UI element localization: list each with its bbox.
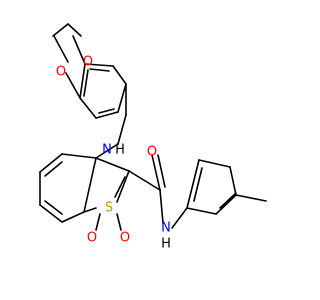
bond [65,72,81,99]
bond [114,176,126,198]
bond [112,65,127,85]
bond [186,159,200,209]
bond [198,159,231,168]
bond [186,207,217,215]
bond [98,108,115,114]
benzodioxole-group [53,35,127,119]
bond [151,154,161,191]
bond [61,153,97,159]
bond [83,69,89,97]
bond [215,194,237,215]
bond [39,204,63,223]
atom-h: H [161,237,171,252]
bond [39,153,63,173]
bond [79,63,86,99]
bond [159,189,164,224]
bond [116,213,122,231]
methylenedioxy-bridge [52,23,82,37]
atom-o: O [120,231,130,246]
bond [83,157,97,213]
tolyl-group [186,159,267,215]
atom-n: N [161,221,171,236]
bond [95,143,119,159]
bond [53,35,69,63]
bond [61,211,85,223]
bond [84,63,114,67]
bond [235,194,267,202]
bond [229,166,237,196]
atom-s: S [105,201,113,216]
atom-o: O [147,145,157,160]
bond [89,68,110,72]
atom-n: N [102,143,112,158]
bond [219,192,237,209]
molecule-structure: O O N H O S O O N H [39,23,267,252]
bond [72,35,86,65]
atom-h: H [115,143,125,158]
bond [79,97,97,119]
bond [52,23,69,37]
bond [83,207,97,213]
bond [157,154,166,188]
bond [171,207,188,229]
bond [117,114,127,145]
benzothiophene-group [39,153,130,231]
amine-link [95,83,127,159]
bond [44,161,63,177]
bond [95,213,101,231]
bond [95,111,119,119]
bond [67,23,82,37]
atom-o: O [83,55,93,70]
bond [116,170,130,203]
amide-group [128,154,188,229]
atom-o: O [56,65,66,80]
bond [193,167,203,202]
bond [117,83,127,113]
bond [95,157,130,172]
bond [128,170,161,191]
bond [44,200,63,215]
atom-o: O [87,231,97,246]
